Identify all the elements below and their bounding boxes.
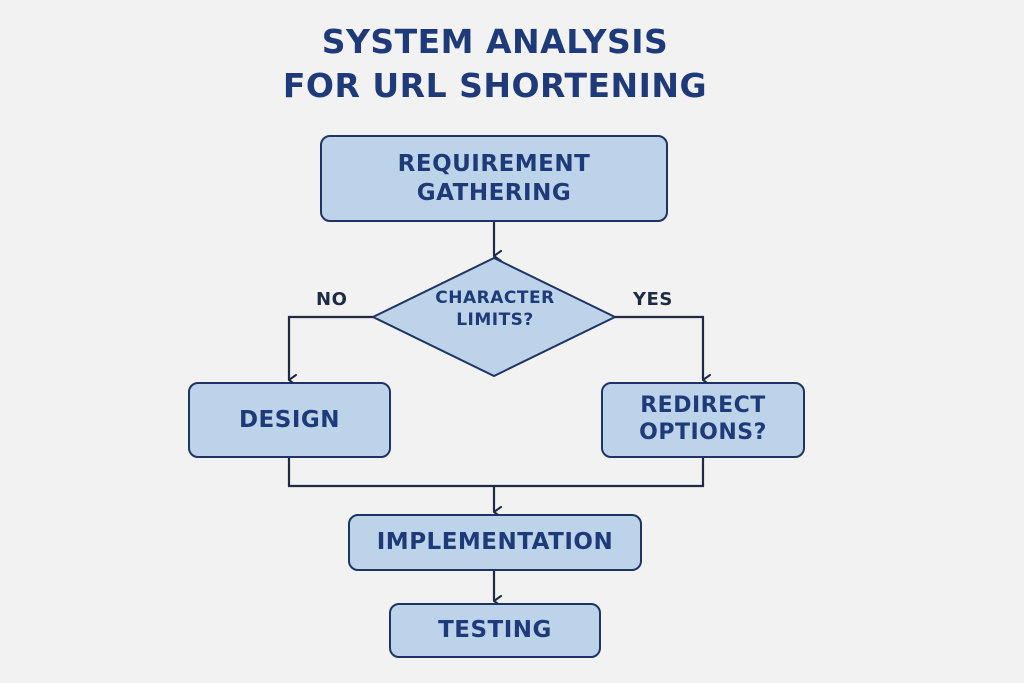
node-redirect-options: REDIRECT OPTIONS? — [601, 382, 805, 458]
node-design: DESIGN — [188, 382, 391, 458]
decision-label-line-1: CHARACTER — [435, 288, 555, 308]
node-redirect-line-2: OPTIONS? — [639, 420, 767, 445]
branch-label-no: NO — [316, 289, 348, 310]
arrow-no-branch — [287, 315, 373, 386]
branch-label-yes: YES — [633, 289, 673, 310]
node-testing: TESTING — [389, 603, 601, 658]
diagram-title-line-2: FOR URL SHORTENING — [282, 66, 708, 105]
node-testing-label: TESTING — [438, 617, 552, 644]
node-implementation-label: IMPLEMENTATION — [376, 529, 614, 556]
node-requirement-line-2: GATHERING — [416, 179, 572, 206]
decision-label: CHARACTER LIMITS? — [395, 287, 595, 331]
decision-label-line-2: LIMITS? — [456, 310, 534, 331]
node-redirect-line-1: REDIRECT — [640, 393, 766, 419]
arrow-yes-branch — [615, 315, 711, 386]
node-requirement-gathering: REQUIREMENT GATHERING — [320, 135, 668, 222]
node-requirement-line-1: REQUIREMENT — [397, 151, 591, 178]
node-implementation: IMPLEMENTATION — [348, 514, 642, 571]
diagram-title-line-1: SYSTEM ANALYSIS — [321, 22, 669, 61]
decision-diamond — [370, 256, 618, 378]
node-design-label: DESIGN — [238, 406, 341, 433]
merge-line — [287, 458, 705, 488]
